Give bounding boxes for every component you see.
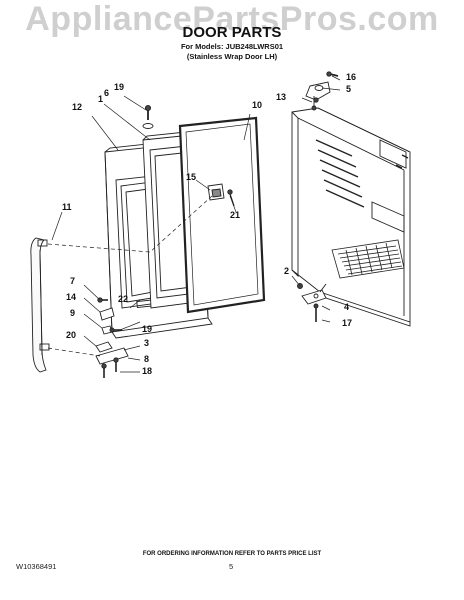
callout-18: 18 [142,366,153,376]
callout-19-bottom: 19 [142,324,153,334]
callout-8: 8 [144,354,150,364]
models-line: For Models: JUB248LWRS01 [180,42,284,51]
callout-12: 12 [72,102,83,112]
callout-9: 9 [70,308,76,318]
callout-1: 1 [98,94,104,104]
callout-10: 10 [252,100,263,110]
callout-20: 20 [66,330,77,340]
callout-3: 3 [144,338,150,348]
callout-21: 21 [230,210,241,220]
page-number: 5 [229,562,234,571]
callout-17: 17 [342,318,353,328]
hinge-screw-left [313,97,319,103]
door-handle [30,237,50,373]
callout-6: 6 [104,88,110,98]
bottom-hinge-bracket [301,283,327,305]
top-hinge [305,81,331,111]
screw-17 [313,303,319,322]
callout-19-top: 19 [114,82,125,92]
lower-hinge-parts [95,297,129,378]
callout-14: 14 [66,292,77,302]
callout-22: 22 [118,294,129,304]
page-title: DOOR PARTS [182,24,282,41]
hinge-screw-top [326,71,339,77]
variant-line: (Stainless Wrap Door LH) [186,52,278,61]
ordering-note: FOR ORDERING INFORMATION REFER TO PARTS … [142,551,322,557]
callout-4: 4 [344,302,350,312]
cabinet-body [291,107,411,327]
callout-16: 16 [346,72,357,82]
callout-13: 13 [276,92,287,102]
callout-5: 5 [346,84,352,94]
callout-7: 7 [70,276,76,286]
door-gasket [178,116,266,314]
watermark-text: AppliancePartsPros.com [25,0,439,38]
door-screw-19-top [144,104,152,120]
callout-2: 2 [284,266,290,276]
callout-15: 15 [186,172,197,182]
door-washer-6 [142,123,154,129]
callout-11: 11 [62,202,72,212]
document-number: W10368491 [16,562,57,571]
